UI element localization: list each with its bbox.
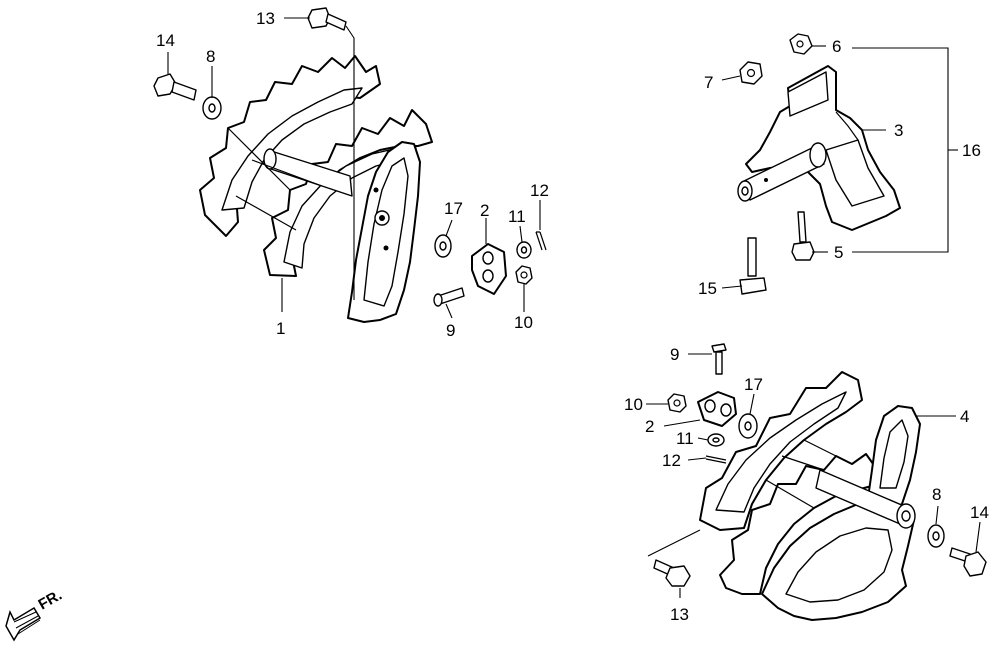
label-10-right: 10 [624, 395, 643, 414]
label-5: 5 [834, 243, 843, 262]
label-13-bottom: 13 [670, 605, 689, 624]
pin-9-left [433, 287, 465, 307]
washer-17-left [434, 234, 452, 258]
nut-7 [739, 61, 763, 85]
hub-assembly [737, 65, 901, 231]
bracket-2-right [697, 391, 737, 427]
bolt-13-bottom [653, 559, 691, 587]
bolt-14-right [949, 547, 987, 577]
label-4: 4 [960, 407, 969, 426]
label-16: 16 [962, 141, 981, 160]
callout-numbers: 1 2 2 3 4 5 6 7 8 8 9 9 10 10 11 11 12 1… [156, 9, 989, 624]
tine-assembly-left [199, 55, 433, 323]
leader-lines [167, 17, 981, 598]
label-10-left: 10 [514, 313, 533, 332]
label-15: 15 [698, 279, 717, 298]
label-8-left: 8 [206, 47, 215, 66]
front-direction-arrow: FR. [5, 587, 65, 642]
nut-10-left [515, 265, 533, 285]
pin-9-right [711, 343, 727, 375]
bolt-5 [791, 211, 815, 261]
label-11-left: 11 [508, 207, 526, 226]
label-11-right: 11 [676, 429, 694, 448]
label-2-left: 2 [480, 201, 489, 220]
direction-label: FR. [36, 587, 65, 614]
label-7: 7 [704, 73, 713, 92]
tine-assembly-right [699, 371, 921, 621]
label-3: 3 [894, 121, 903, 140]
washer-11-right [707, 433, 725, 447]
label-17-right: 17 [744, 375, 763, 394]
bolt-13-top [307, 7, 347, 31]
bolt-15 [739, 237, 767, 295]
label-2-right: 2 [645, 417, 654, 436]
label-12-right: 12 [662, 451, 681, 470]
label-17-left: 17 [444, 199, 463, 218]
bracket-2-left [471, 243, 507, 295]
label-9-left: 9 [446, 321, 455, 340]
washer-11-left [516, 241, 532, 259]
washer-8-right [927, 524, 945, 548]
label-8-right: 8 [932, 485, 941, 504]
label-1: 1 [276, 319, 285, 338]
label-9-right: 9 [670, 345, 679, 364]
label-13-top: 13 [256, 9, 275, 28]
clip-12-left [535, 231, 547, 251]
nut-10-right [667, 393, 687, 413]
bolt-14-left [153, 73, 197, 101]
washer-17-right [738, 413, 758, 439]
label-14-left: 14 [156, 31, 175, 50]
label-6: 6 [832, 37, 841, 56]
label-12-left: 12 [530, 181, 549, 200]
clip-12-right [705, 455, 727, 464]
nut-6 [789, 33, 813, 55]
washer-8-left [202, 96, 222, 120]
label-14-right: 14 [970, 503, 989, 522]
